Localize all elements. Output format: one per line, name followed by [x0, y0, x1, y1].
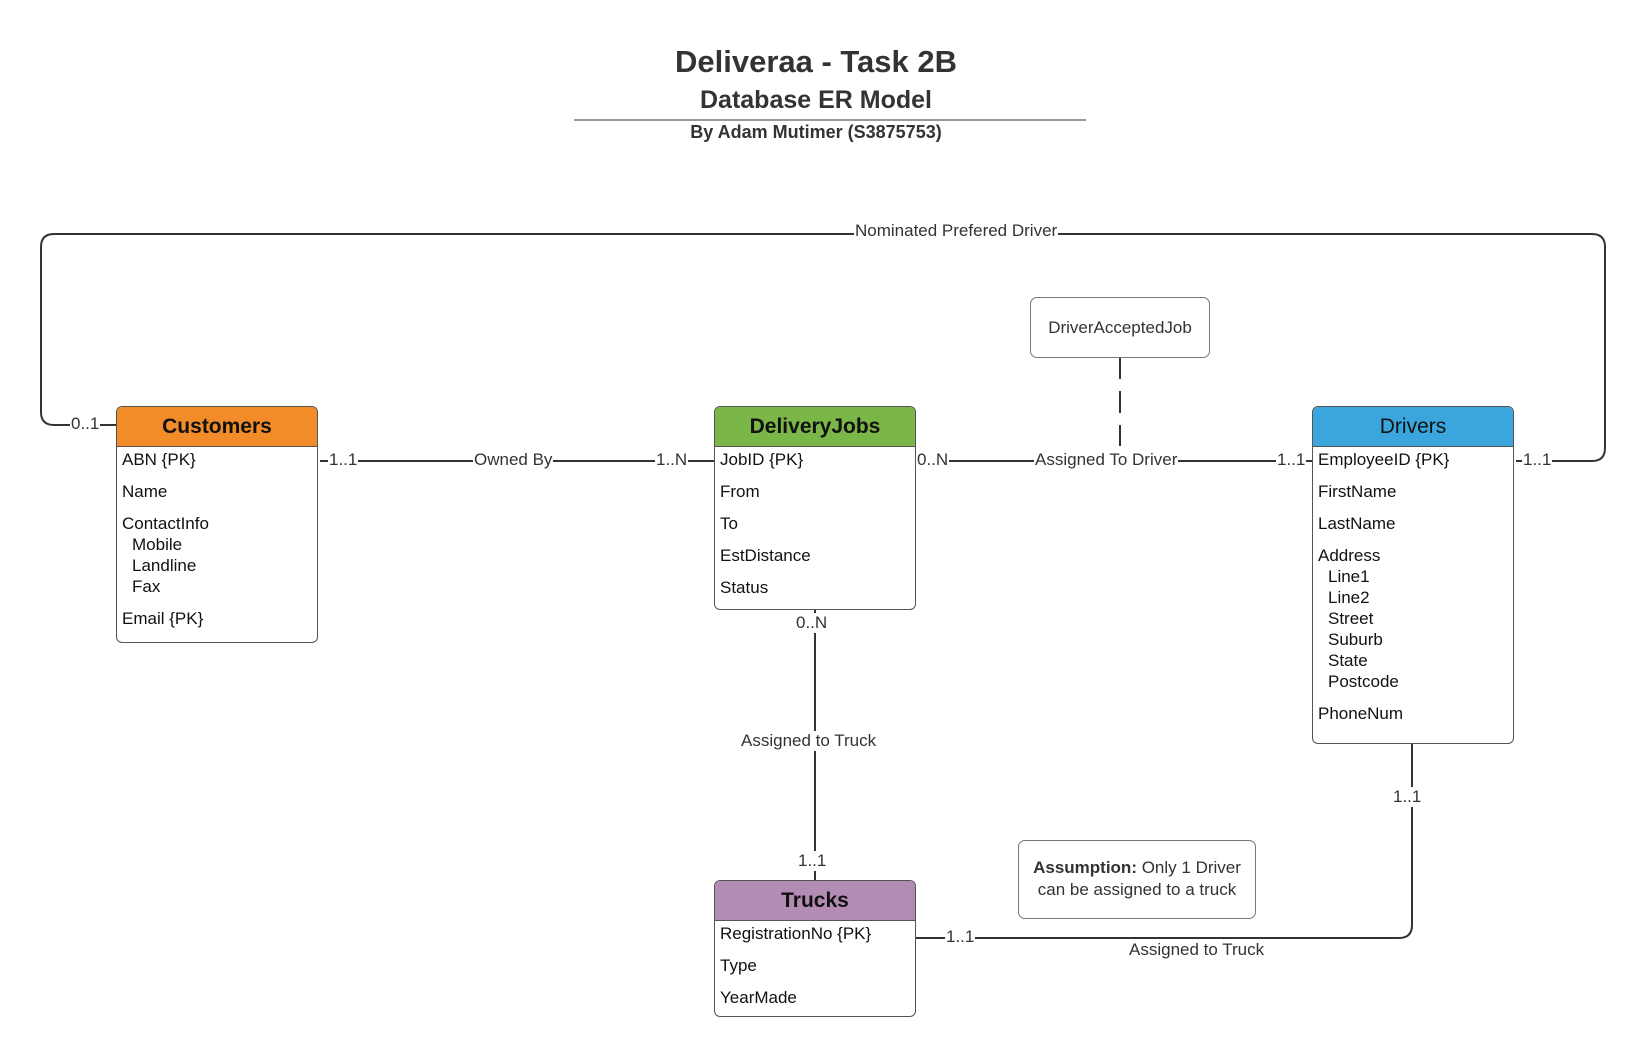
- attribute: To: [720, 514, 738, 533]
- assigned-driver-label: Assigned To Driver: [1034, 450, 1179, 470]
- job-truck-label: Assigned to Truck: [740, 731, 878, 751]
- attribute: Landline: [132, 556, 197, 575]
- drivers-entity[interactable]: Drivers EmployeeID {PK} FirstName LastNa…: [1312, 406, 1514, 744]
- attribute: Name: [122, 482, 168, 501]
- drivers-header: Drivers: [1313, 407, 1513, 447]
- diagram-author: By Adam Mutimer (S3875753): [690, 122, 942, 142]
- cardinality-label: 0..N: [916, 450, 950, 470]
- driver-truck-label: Assigned to Truck: [1129, 940, 1265, 959]
- attribute: Status: [720, 578, 769, 597]
- cardinality-label: 0..1: [70, 414, 101, 434]
- owned-by-label: Owned By: [473, 450, 554, 470]
- attribute: Email {PK}: [122, 609, 204, 628]
- driver-truck-line: [916, 743, 1413, 939]
- nominated-driver-line: [40, 233, 1606, 462]
- attribute: State: [1328, 651, 1368, 670]
- attribute: RegistrationNo {PK}: [720, 924, 872, 943]
- attribute: Street: [1328, 609, 1374, 628]
- attribute: EmployeeID {PK}: [1318, 450, 1450, 469]
- attribute: LastName: [1318, 514, 1396, 533]
- attribute: YearMade: [720, 988, 797, 1007]
- title-divider: [574, 119, 1086, 121]
- driver-accepted-job-label: DriverAcceptedJob: [1048, 318, 1192, 337]
- attribute: FirstName: [1318, 482, 1397, 501]
- assumption-text-1: Only 1 Driver: [1136, 858, 1241, 877]
- attribute: Fax: [132, 577, 161, 596]
- cardinality-label: 1..1: [1276, 450, 1307, 470]
- customers-header: Customers: [117, 407, 317, 447]
- cardinality-label: 1..1: [945, 927, 976, 947]
- cardinality-label: 1..N: [655, 450, 689, 470]
- attribute: JobID {PK}: [720, 450, 804, 469]
- trucks-header: Trucks: [715, 881, 915, 921]
- attribute: Address: [1318, 546, 1381, 565]
- cardinality-label: 1..1: [1522, 450, 1553, 470]
- attribute: EstDistance: [720, 546, 811, 565]
- nominated-driver-label: Nominated Prefered Driver: [854, 221, 1059, 241]
- delivery-jobs-entity[interactable]: DeliveryJobs JobID {PK} From To EstDista…: [714, 406, 916, 610]
- cardinality-label: 1..1: [1392, 787, 1423, 807]
- diagram-subtitle: Database ER Model: [699, 86, 932, 114]
- attribute: Type: [720, 956, 757, 975]
- attribute: Postcode: [1328, 672, 1399, 691]
- cardinality-label: 1..1: [328, 450, 359, 470]
- delivery-jobs-header: DeliveryJobs: [715, 407, 915, 447]
- assumption-note: Assumption: Only 1 Driver can be assigne…: [1018, 840, 1256, 919]
- cardinality-label: 0..N: [795, 613, 829, 633]
- attribute: Suburb: [1328, 630, 1383, 649]
- trucks-entity[interactable]: Trucks RegistrationNo {PK} Type YearMade: [714, 880, 916, 1017]
- attribute: ContactInfo: [122, 514, 209, 533]
- customers-entity[interactable]: Customers ABN {PK} Name ContactInfo Mobi…: [116, 406, 318, 643]
- attribute: From: [720, 482, 760, 501]
- cardinality-label: 1..1: [797, 851, 828, 871]
- attribute: Line2: [1328, 588, 1370, 607]
- assumption-text-2: can be assigned to a truck: [1037, 880, 1237, 899]
- diagram-title: Deliveraa - Task 2B: [674, 44, 958, 79]
- driver-accepted-job-box[interactable]: DriverAcceptedJob: [1030, 297, 1210, 358]
- assumption-title: Assumption:: [1033, 858, 1137, 877]
- attribute: PhoneNum: [1318, 704, 1404, 723]
- attribute: Line1: [1328, 567, 1370, 586]
- attribute: Mobile: [132, 535, 183, 554]
- attribute: ABN {PK}: [122, 450, 196, 469]
